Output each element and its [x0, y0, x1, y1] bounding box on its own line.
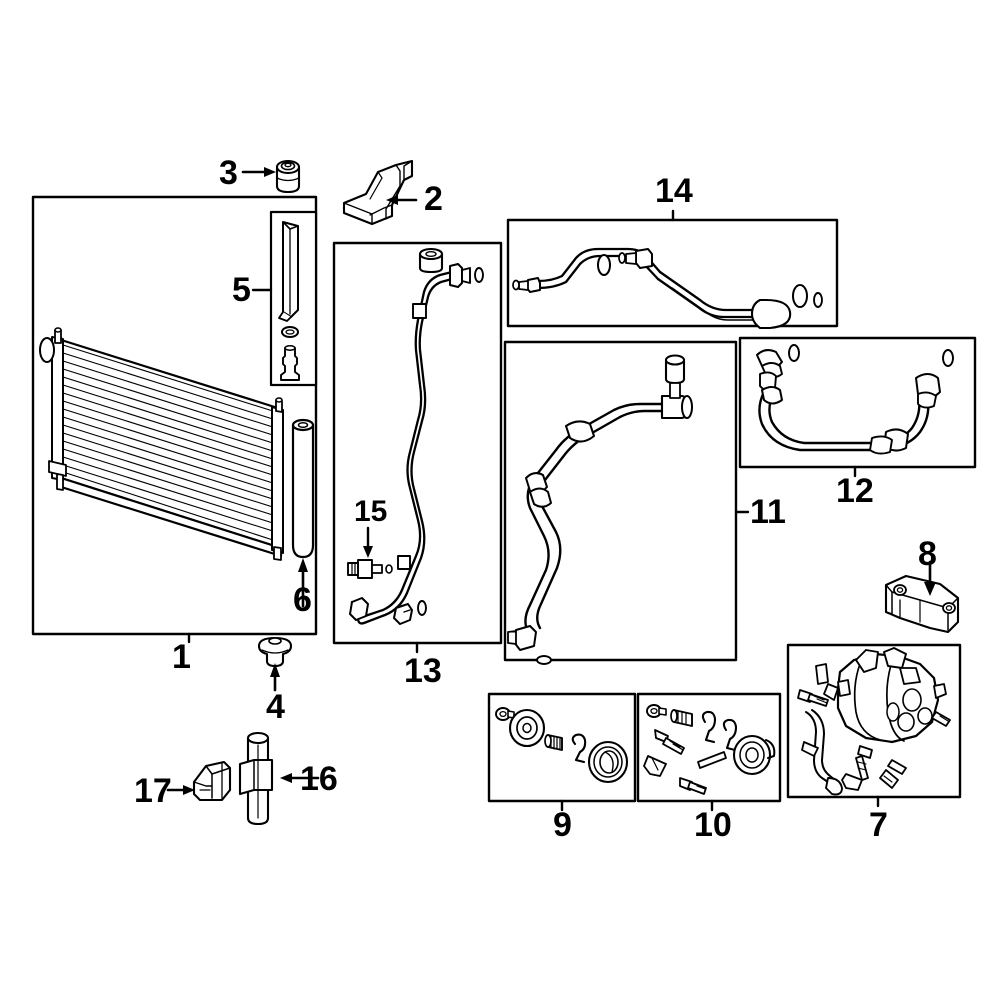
upper-mount-cushion: [275, 159, 301, 194]
discharge-pipe-assembly: [512, 247, 823, 330]
callout-4[interactable]: 4: [266, 688, 285, 726]
callout-15[interactable]: 15: [354, 495, 388, 528]
callout-12[interactable]: 12: [836, 472, 874, 510]
mounting-clip: [192, 760, 232, 802]
condenser-bracket: [342, 159, 414, 226]
desiccant-cartridge: [278, 221, 299, 322]
suction-hose-assembly: [507, 354, 693, 665]
receiver-drier: [291, 418, 315, 559]
compressor-bracket: [884, 574, 960, 634]
callout-10[interactable]: 10: [694, 806, 732, 844]
pipe-clamp-spacer: [238, 731, 274, 826]
liquid-line-pipe: [349, 247, 484, 625]
callout-2[interactable]: 2: [424, 180, 443, 218]
condenser-core: [39, 327, 284, 561]
callout-16[interactable]: 16: [300, 760, 338, 798]
hardware-kit-parts: [643, 704, 776, 795]
callout-8[interactable]: 8: [918, 535, 937, 573]
callout-13[interactable]: 13: [404, 652, 442, 690]
drier-cap-plug: [280, 345, 300, 381]
callout-5[interactable]: 5: [232, 271, 251, 309]
service-valve-fitting: [347, 559, 393, 579]
callout-17[interactable]: 17: [134, 772, 172, 810]
clutch-pulley-parts: [495, 707, 629, 784]
callout-leaders: [166, 167, 936, 812]
callout-14[interactable]: 14: [655, 172, 693, 210]
callout-7[interactable]: 7: [869, 806, 888, 844]
discharge-hose-assembly: [756, 344, 954, 455]
callout-1[interactable]: 1: [172, 638, 191, 676]
callout-3[interactable]: 3: [219, 154, 238, 192]
callout-9[interactable]: 9: [553, 806, 572, 844]
callout-6[interactable]: 6: [293, 581, 312, 619]
callout-11[interactable]: 11: [750, 493, 786, 531]
compressor-assembly: [797, 647, 951, 796]
lower-mount-cushion: [257, 636, 293, 668]
o-ring: [281, 326, 299, 338]
